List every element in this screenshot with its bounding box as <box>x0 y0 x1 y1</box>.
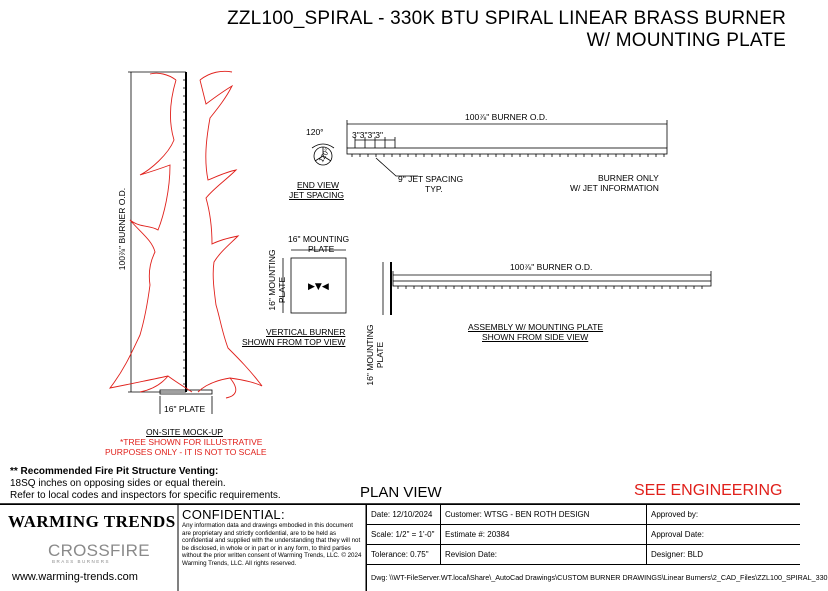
end-view-label-1: END VIEW <box>297 180 340 190</box>
assembly-label-1: ASSEMBLY W/ MOUNTING PLATE <box>468 322 604 332</box>
tb-tolerance: Tolerance: 0.75" <box>366 545 440 565</box>
burner-only-label-1: BURNER ONLY <box>598 173 659 183</box>
venting-line-2: Refer to local codes and inspectors for … <box>10 490 281 501</box>
assembly-burner-body <box>392 280 712 287</box>
website-url[interactable]: www.warming-trends.com <box>12 571 138 583</box>
mounting-plate-side-label-1: 16" MOUNTING <box>267 249 277 311</box>
title-block <box>0 504 800 591</box>
title-line-1: ZZL100_SPIRAL - 330K BTU SPIRAL LINEAR B… <box>227 8 786 29</box>
tb-customer: Customer: WTSG - BEN ROTH DESIGN <box>440 505 646 525</box>
mounting-plate-top-label-2: PLATE <box>308 244 335 254</box>
tb-date: Date: 12/10/2024 <box>366 505 440 525</box>
tb-revision-date: Revision Date: <box>440 545 646 565</box>
mounting-plate-top-label-1: 16" MOUNTING <box>288 234 350 244</box>
tree-plate-label: 16" PLATE <box>164 404 206 414</box>
assembly-label-2: SHOWN FROM SIDE VIEW <box>482 332 589 342</box>
tb-approved-by: Approved by: <box>646 505 800 525</box>
crossfire-tagline: BRASS BURNERS <box>52 559 111 564</box>
spacing-marks-label: 3"3"3"3" <box>352 130 383 140</box>
tree-burner-od-label: 100⅞" BURNER O.D. <box>117 187 127 271</box>
vertical-burner-label-2: SHOWN FROM TOP VIEW <box>242 337 346 347</box>
burner-od-top-label: 100⅞" BURNER O.D. <box>465 112 548 122</box>
venting-heading: ** Recommended Fire Pit Structure Ventin… <box>10 466 219 477</box>
vertical-burner-label-1: VERTICAL BURNER <box>266 327 346 337</box>
on-site-label: ON-SITE MOCK-UP <box>146 427 223 437</box>
crossfire-logo: CROSSFIRE <box>48 541 150 560</box>
mounting-plate-side-label-2: PLATE <box>277 276 287 304</box>
title-line-2: W/ MOUNTING PLATE <box>586 30 786 51</box>
venting-line-1: 18SQ inches on opposing sides or equal t… <box>10 478 226 489</box>
mounting-plate-top-view <box>290 257 347 314</box>
see-engineering-label: SEE ENGINEERING <box>634 482 783 499</box>
end-view-label-2: JET SPACING <box>289 190 344 200</box>
assembly-plate-label-1: 16" MOUNTING <box>365 324 375 386</box>
burner-only-body <box>346 147 668 155</box>
tb-designer: Designer: BLD <box>646 545 800 565</box>
jet-spacing-label-1: 9" JET SPACING <box>398 174 464 184</box>
angle-top-label: 120° <box>306 127 324 137</box>
venting-note: ** Recommended Fire Pit Structure Ventin… <box>10 466 281 502</box>
burner-od-assembly-label: 100⅞" BURNER O.D. <box>510 262 593 272</box>
tree-note-1: *TREE SHOWN FOR ILLUSTRATIVE <box>120 437 263 447</box>
svg-text:▶▼◀: ▶▼◀ <box>308 282 329 292</box>
tb-approval-date: Approval Date: <box>646 525 800 545</box>
burner-only-label-2: W/ JET INFORMATION <box>570 183 659 193</box>
tb-scale: Scale: 1/2" = 1'-0" <box>366 525 440 545</box>
plan-view-label: PLAN VIEW <box>360 484 442 501</box>
tb-dwg-path: Dwg: \\WT-FileServer.WT.local\Share\_Aut… <box>366 565 828 591</box>
assembly-plate-label-2: PLATE <box>375 341 385 369</box>
tb-estimate: Estimate #: 20384 <box>440 525 646 545</box>
cad-drawing: ▶▼◀ <box>0 70 800 591</box>
confidential-text: Any information data and drawings embodi… <box>182 522 362 567</box>
jet-spacing-label-2: TYP. <box>425 184 443 194</box>
confidential-heading: CONFIDENTIAL: <box>182 507 285 522</box>
drawing-title: ZZL100_SPIRAL - 330K BTU SPIRAL LINEAR B… <box>227 8 786 52</box>
tree-note-2: PURPOSES ONLY - IT IS NOT TO SCALE <box>105 447 267 457</box>
warming-trends-logo: WARMING TRENDS <box>8 512 176 531</box>
tree-plate <box>159 389 213 395</box>
tree-outline <box>108 70 263 399</box>
